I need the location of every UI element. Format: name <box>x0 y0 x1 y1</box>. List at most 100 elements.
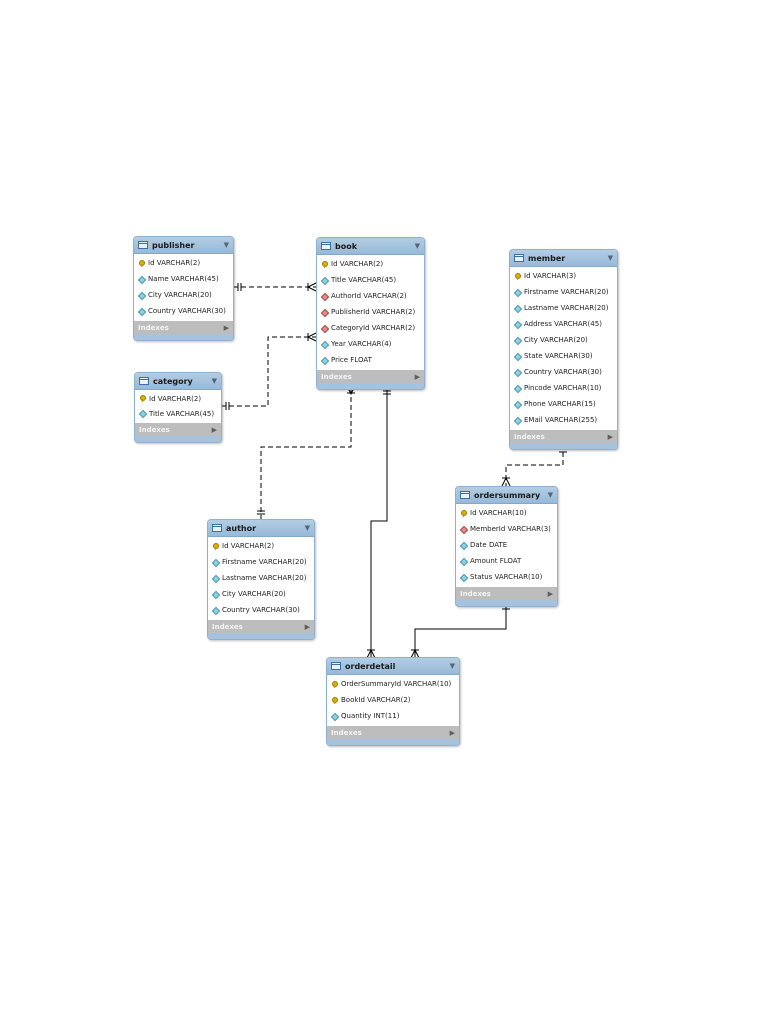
triangle-right-icon[interactable]: ▶ <box>211 425 217 434</box>
triangle-down-icon[interactable]: ▼ <box>223 241 229 249</box>
triangle-down-icon[interactable]: ▼ <box>449 662 455 670</box>
column-label: Price FLOAT <box>331 356 372 364</box>
triangle-right-icon[interactable]: ▶ <box>449 728 455 737</box>
indexes-section[interactable]: Indexes ▶ <box>456 587 557 606</box>
column-label: OrderSummaryId VARCHAR(10) <box>341 680 452 688</box>
column-row[interactable]: Firstname VARCHAR(20) <box>510 284 617 300</box>
column-row[interactable]: BookId VARCHAR(2) <box>327 692 459 708</box>
indexes-section[interactable]: Indexes ▶ <box>208 620 314 639</box>
column-row[interactable]: Year VARCHAR(4) <box>317 336 424 352</box>
indexes-section[interactable]: Indexes ▶ <box>134 321 233 340</box>
column-row[interactable]: AuthorId VARCHAR(2) <box>317 288 424 304</box>
column-row[interactable]: Country VARCHAR(30) <box>134 303 233 319</box>
diamond-icon <box>514 305 521 312</box>
column-row[interactable]: Id VARCHAR(2) <box>317 256 424 272</box>
key-icon <box>460 509 467 517</box>
column-row[interactable]: Quantity INT(11) <box>327 708 459 724</box>
column-row[interactable]: Name VARCHAR(45) <box>134 271 233 287</box>
relationship-author-book <box>260 386 352 520</box>
diamond-icon <box>138 308 145 315</box>
column-label: Id VARCHAR(2) <box>331 260 384 268</box>
entity-header[interactable]: ordersummary ▼ <box>456 487 557 504</box>
column-row[interactable]: Id VARCHAR(2) <box>208 538 314 554</box>
indexes-label: Indexes <box>331 728 362 737</box>
triangle-right-icon[interactable]: ▶ <box>304 622 310 631</box>
triangle-right-icon[interactable]: ▶ <box>414 372 420 381</box>
column-row[interactable]: Title VARCHAR(45) <box>135 406 221 421</box>
triangle-down-icon[interactable]: ▼ <box>607 254 613 262</box>
column-row[interactable]: Country VARCHAR(30) <box>208 602 314 618</box>
entity-header[interactable]: author ▼ <box>208 520 314 537</box>
table-icon <box>460 491 470 499</box>
column-row[interactable]: CategoryId VARCHAR(2) <box>317 320 424 336</box>
column-list: OrderSummaryId VARCHAR(10) BookId VARCHAR… <box>327 675 459 726</box>
entity-title: author <box>226 523 257 533</box>
column-row[interactable]: Address VARCHAR(45) <box>510 316 617 332</box>
indexes-label: Indexes <box>138 323 169 332</box>
indexes-section[interactable]: Indexes ▶ <box>135 423 221 442</box>
column-label: Quantity INT(11) <box>341 712 400 720</box>
entity-author[interactable]: author ▼ Id VARCHAR(2)Firstname VARCHAR(… <box>207 519 315 640</box>
entity-title: publisher <box>152 240 195 250</box>
diamond-icon <box>514 353 521 360</box>
foreign-key-diamond-icon <box>321 325 328 332</box>
relationship-ordersummary-orderdetail <box>414 602 507 658</box>
column-row[interactable]: City VARCHAR(20) <box>510 332 617 348</box>
column-row[interactable]: Pincode VARCHAR(10) <box>510 380 617 396</box>
triangle-right-icon[interactable]: ▶ <box>223 323 229 332</box>
column-row[interactable]: Status VARCHAR(10) <box>456 569 557 585</box>
column-row[interactable]: Id VARCHAR(10) <box>456 505 557 521</box>
column-row[interactable]: Firstname VARCHAR(20) <box>208 554 314 570</box>
entity-header[interactable]: book ▼ <box>317 238 424 255</box>
column-row[interactable]: OrderSummaryId VARCHAR(10) <box>327 676 459 692</box>
column-row[interactable]: State VARCHAR(30) <box>510 348 617 364</box>
entity-ordersummary[interactable]: ordersummary ▼ Id VARCHAR(10)MemberId VA… <box>455 486 558 607</box>
column-row[interactable]: City VARCHAR(20) <box>134 287 233 303</box>
entity-member[interactable]: member ▼ Id VARCHAR(3) Firstname VARCHAR(… <box>509 249 618 450</box>
triangle-down-icon[interactable]: ▼ <box>304 524 310 532</box>
column-row[interactable]: Id VARCHAR(3) <box>510 268 617 284</box>
triangle-right-icon[interactable]: ▶ <box>607 432 613 441</box>
column-list: Id VARCHAR(2)Firstname VARCHAR(20)Lastna… <box>208 537 314 620</box>
column-row[interactable]: Price FLOAT <box>317 352 424 368</box>
diamond-icon <box>212 575 219 582</box>
column-row[interactable]: Date DATE <box>456 537 557 553</box>
triangle-down-icon[interactable]: ▼ <box>547 491 553 499</box>
diamond-icon <box>460 558 467 565</box>
column-list: Id VARCHAR(2)Title VARCHAR(45) <box>135 390 221 423</box>
triangle-right-icon[interactable]: ▶ <box>547 589 553 598</box>
indexes-section[interactable]: Indexes ▶ <box>510 430 617 449</box>
triangle-down-icon[interactable]: ▼ <box>414 242 420 250</box>
entity-header[interactable]: publisher ▼ <box>134 237 233 254</box>
column-row[interactable]: MemberId VARCHAR(3) <box>456 521 557 537</box>
foreign-key-diamond-icon <box>321 293 328 300</box>
entity-orderdetail[interactable]: orderdetail ▼ OrderSummaryId VARCHAR(10)… <box>326 657 460 746</box>
column-row[interactable]: Amount FLOAT <box>456 553 557 569</box>
indexes-section[interactable]: Indexes ▶ <box>317 370 424 389</box>
column-row[interactable]: Title VARCHAR(45) <box>317 272 424 288</box>
column-row[interactable]: Phone VARCHAR(15) <box>510 396 617 412</box>
column-row[interactable]: Lastname VARCHAR(20) <box>208 570 314 586</box>
column-label: Id VARCHAR(3) <box>524 272 577 280</box>
entity-category[interactable]: category ▼ Id VARCHAR(2)Title VARCHAR(45… <box>134 372 222 443</box>
diamond-icon <box>514 289 521 296</box>
entity-header[interactable]: orderdetail ▼ <box>327 658 459 675</box>
triangle-down-icon[interactable]: ▼ <box>211 377 217 385</box>
indexes-section[interactable]: Indexes ▶ <box>327 726 459 745</box>
column-label: Lastname VARCHAR(20) <box>524 304 609 312</box>
column-row[interactable]: Id VARCHAR(2) <box>134 255 233 271</box>
entity-header[interactable]: category ▼ <box>135 373 221 390</box>
indexes-label: Indexes <box>514 432 545 441</box>
column-label: Year VARCHAR(4) <box>331 340 392 348</box>
column-row[interactable]: City VARCHAR(20) <box>208 586 314 602</box>
column-row[interactable]: Lastname VARCHAR(20) <box>510 300 617 316</box>
entity-publisher[interactable]: publisher ▼ Id VARCHAR(2)Name VARCHAR(45… <box>133 236 234 341</box>
column-row[interactable]: EMail VARCHAR(255) <box>510 412 617 428</box>
entity-book[interactable]: book ▼ Id VARCHAR(2) Title VARCHAR(45)Aut… <box>316 237 425 390</box>
table-icon <box>514 254 524 262</box>
table-icon <box>331 662 341 670</box>
column-row[interactable]: PublisherId VARCHAR(2) <box>317 304 424 320</box>
column-row[interactable]: Country VARCHAR(30) <box>510 364 617 380</box>
entity-header[interactable]: member ▼ <box>510 250 617 267</box>
column-row[interactable]: Id VARCHAR(2) <box>135 391 221 406</box>
